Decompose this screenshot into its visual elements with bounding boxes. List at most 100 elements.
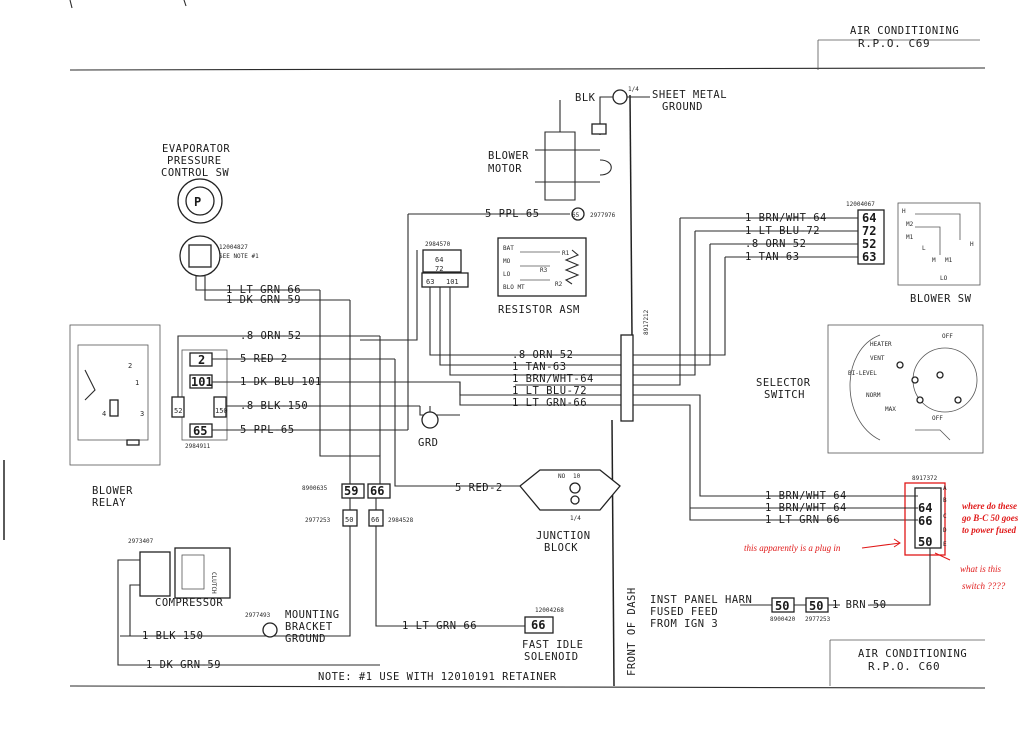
plug-letter-e: E [943,541,947,548]
mid-conn-66: 66 [370,484,384,498]
res-pin-mo: MO [503,258,511,265]
ppl-part: 2977976 [590,212,616,219]
low-part-2: 2984528 [388,517,414,524]
selector-switch: SELECTOR SWITCH HEATER OFF VENT BI-LEVEL… [756,324,984,454]
title-top-line2: R.P.O. C69 [858,37,930,50]
resistor-part: 2984570 [425,241,451,248]
blower-sw-connector [857,209,885,265]
center-harness: .8 ORN-52 1 TAN-63 1 BRN/WHT-64 1 LT BLU… [319,290,650,487]
selector-pos-bilevel: BI-LEVEL [848,370,877,377]
relay-label-2: RELAY [92,497,126,509]
plug-connector [914,487,942,549]
inst-part-1: 8900420 [770,616,796,623]
inst-conn-50a: 50 [775,599,789,613]
relay-part: 2984911 [185,443,211,450]
wire-orn52-right: .8 ORN-52 [512,349,573,361]
resistor-connector [422,249,462,273]
clutch-label: CLUTCH [210,572,217,594]
relay-pin-4: 4 [102,410,106,418]
selector-pos-off2: OFF [932,415,943,422]
blower-relay: 2 1 4 3 BLOWER RELAY [69,324,161,509]
inst-panel-harness: INST PANEL HARN FUSED FEED FROM IGN 3 50… [650,594,887,630]
mid-conn-59: 59 [344,484,358,498]
res-pin-bat: BAT [503,245,514,252]
wire-ltblu72-right: 1 LT BLU-72 [512,385,587,397]
blower-sw-part: 12004067 [846,201,875,208]
inst-label-3: FROM IGN 3 [650,618,718,630]
inst-part-2: 2977253 [805,616,831,623]
wire-sw-tan63: 1 TAN-63 [745,251,800,263]
grd-label: GRD [418,437,438,449]
compressor-part: 2973407 [128,538,154,545]
blower-motor-section: BLK 1/4 SHEET METAL GROUND BLOWER MOTOR [488,86,727,201]
mid-part-1: 8900635 [302,485,328,492]
low-part-1: 2977253 [305,517,331,524]
evap-label-2: PRESSURE [167,155,222,167]
wire-blk150-left: .8 BLK-150 [240,400,308,412]
title-block-top: AIR CONDITIONING R.P.O. C69 [850,25,959,50]
blower-motor-label-1: BLOWER [488,150,529,162]
selector-label-1: SELECTOR [756,377,811,389]
wire-brn50: 1 BRN-50 [832,599,887,611]
annotation-plug-3: to power fused [962,525,1017,535]
plug-letter-c: C [943,513,947,520]
bsw-pin-m2: M2 [906,221,914,228]
bsw-pin-m1b: M1 [945,257,953,264]
grd-icon [421,411,439,429]
plug-part: 8917372 [912,475,938,482]
resistor-num-64: 64 [435,256,443,264]
wire-sw-brnwht64: 1 BRN/WHT-64 [745,212,827,224]
junction-pin-10: 10 [573,473,581,480]
wire-dkblu101: 1 DK BLU-101 [240,376,322,388]
junction-block: NO 10 1/4 JUNCTION BLOCK [519,469,621,554]
resistor-box [497,237,587,297]
junction-label-2: BLOCK [544,542,578,554]
wire-ltgrn66-bottom: 1 LT GRN-66 [402,620,477,632]
bsw-conn-52: 52 [862,237,876,251]
relay-conn-150: 150 [215,407,228,415]
wire-red2-left: 5 RED-2 [240,353,288,365]
wire-sw-orn52: .8 ORN-52 [745,238,806,250]
selector-pos-off: OFF [942,333,953,340]
selector-label-2: SWITCH [764,389,805,401]
low-conn-66: 66 [371,516,379,524]
annotation-plug-1: where do these [962,501,1017,511]
relay-conn-101: 101 [191,375,213,389]
ground-fraction: 1/4 [628,86,639,93]
fast-idle-label-1: FAST IDLE [522,639,583,651]
evap-label-3: CONTROL SW [161,167,229,179]
switch-plug: 8917372 A B C D E 64 66 50 1 BRN/WHT-64 … [690,475,1019,606]
title-block-bottom: AIR CONDITIONING R.P.O. C60 [829,639,985,686]
ground-wire-label: BLK [575,92,596,104]
motor-connector [591,123,607,135]
annotation-switch-1: what is this [960,564,1002,574]
fast-idle-conn: 66 [531,618,545,632]
plug-letter-a: A [943,485,947,492]
dash-connector [620,334,634,422]
annotation-plug-2: go B-C 50 goes [961,513,1019,523]
plug-highlight-box [904,482,946,556]
relay-pin-2: 2 [128,362,132,370]
resistor-num-63: 63 [426,278,434,286]
title-bottom-line2: R.P.O. C60 [868,660,940,673]
annotation-switch-2: switch ???? [962,581,1006,591]
inst-label-1: INST PANEL HARN [650,594,752,606]
wire-tan63-right: 1 TAN-63 [512,361,567,373]
annotation-plug-in: this apparently is a plug in [744,543,841,553]
relay-conn-65: 65 [193,424,207,438]
bsw-pin-m1: M1 [906,234,914,241]
compressor: 2973407 CLUTCH COMPRESSOR 1 BLK-150 1 DK… [117,538,380,671]
res-pin-blomt: BLO MT [503,284,525,291]
selector-pos-norm: NORM [866,392,881,399]
evaporator-pressure-switch: EVAPORATOR PRESSURE CONTROL SW P 1200482… [161,143,350,306]
bsw-pin-lo: LO [940,275,948,282]
low-conn-50: 50 [345,516,353,524]
junction-pin-1-4: 1/4 [570,515,581,522]
title-top-line1: AIR CONDITIONING [850,25,959,37]
bsw-pin-m: M [932,257,936,264]
mounting-ground-icon [262,622,278,638]
wire-plug-brnwht64-b: 1 BRN/WHT-64 [765,502,847,514]
evap-p: P [194,195,201,209]
mounting-label-2: BRACKET [285,621,333,633]
resistor-num-72: 72 [435,265,443,273]
